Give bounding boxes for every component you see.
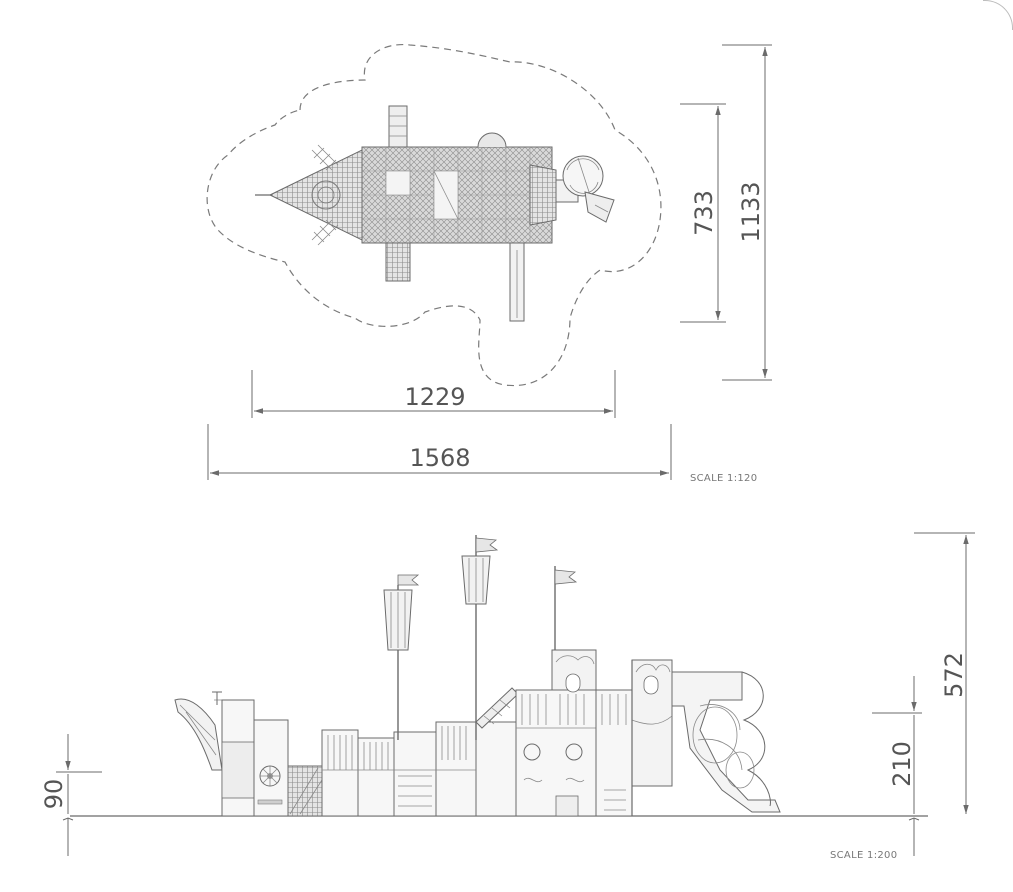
- dome-lookout: [477, 132, 507, 148]
- dim-572-label: 572: [940, 652, 968, 698]
- tube-slide: [671, 671, 781, 813]
- dim-1133-label: 1133: [737, 181, 765, 242]
- mast-2: [461, 535, 499, 740]
- dim-210: 210: [872, 676, 922, 856]
- bottom-net-ramp: [385, 242, 411, 282]
- dim-210-label: 210: [888, 741, 916, 787]
- dim-1568: 1568: [207, 424, 672, 480]
- deck-walls: [321, 721, 517, 817]
- plan-scale-label: SCALE 1:120: [690, 473, 757, 484]
- helm-tower: [221, 699, 289, 817]
- dim-572: 572: [914, 532, 975, 814]
- dim-733: 733: [680, 103, 726, 323]
- dim-1229: 1229: [251, 370, 616, 418]
- safety-zone-outline: [206, 43, 662, 387]
- bow-rope-disc: [311, 180, 341, 210]
- dim-90: 90: [40, 734, 102, 856]
- steps: [398, 775, 432, 807]
- elevation-scale-label: SCALE 1:200: [830, 850, 897, 861]
- plan-view: 1229 1568 733 1133: [206, 43, 772, 484]
- bow-figurehead: [174, 698, 223, 771]
- dim-733-label: 733: [690, 190, 718, 236]
- bow-ladders: [311, 144, 339, 246]
- central-tower: [515, 649, 597, 817]
- dim-90-label: 90: [40, 779, 68, 810]
- dim-1568-label: 1568: [409, 444, 470, 472]
- deck-rails: [322, 726, 476, 771]
- porthole-right: [565, 743, 583, 761]
- bow-net: [268, 149, 363, 241]
- stern-tower: [595, 659, 673, 817]
- dim-1133: 1133: [722, 44, 772, 381]
- spiral-tube-slide: [555, 155, 615, 223]
- top-climber: [388, 105, 408, 148]
- elevation-view: 572 210 90 SCALE 1:200: [40, 532, 975, 861]
- mast-1: [383, 574, 420, 740]
- stern-deck: [529, 164, 557, 226]
- dim-1229-label: 1229: [404, 383, 465, 411]
- porthole-left: [523, 743, 541, 761]
